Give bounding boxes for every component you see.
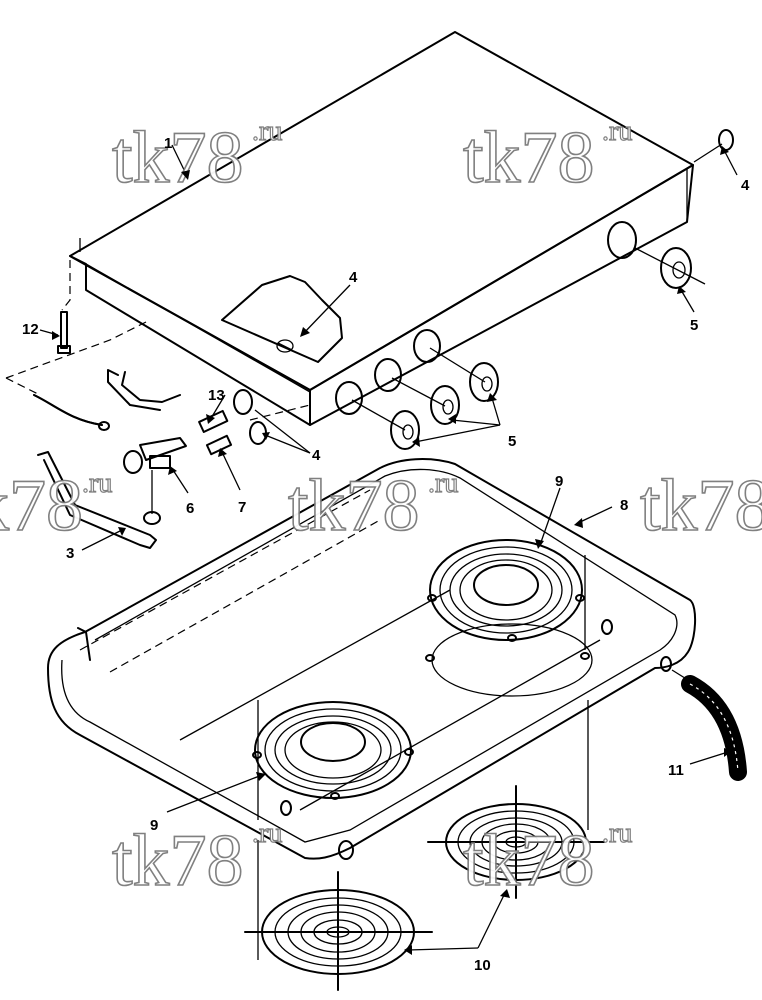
- grommet-4-small-a: [233, 389, 253, 415]
- callout-9-top: 9: [555, 473, 563, 490]
- gas-fittings: [33, 369, 233, 549]
- callout-6: 6: [186, 500, 194, 517]
- leader-lines: [39, 144, 738, 951]
- watermark-suffix: .ru: [252, 818, 282, 849]
- watermark: tk78: [640, 465, 762, 547]
- callout-9-bottom: 9: [150, 817, 158, 834]
- watermark-suffix: .ru: [252, 116, 282, 147]
- grommet-5a: [469, 362, 499, 402]
- callout-10: 10: [474, 957, 491, 974]
- watermarks: tk78 .ru tk78 .ru k78 .ru tk78 .ru tk78 …: [0, 115, 762, 902]
- callout-1: 1: [164, 135, 172, 152]
- callout-5-lower: 5: [508, 433, 516, 450]
- burner-rear: [425, 539, 593, 697]
- watermark-suffix: .ru: [602, 116, 632, 147]
- top-cover: [69, 31, 694, 426]
- grommet-5-right: [660, 247, 692, 289]
- callout-4-mid: 4: [349, 269, 358, 286]
- grate-right: [427, 785, 605, 899]
- watermark-suffix: .ru: [602, 818, 632, 849]
- grommet-5c: [390, 410, 420, 450]
- callout-3: 3: [66, 545, 74, 562]
- watermark: tk78: [112, 820, 244, 902]
- valve-6: [123, 450, 143, 474]
- grate-left: [244, 871, 433, 991]
- callout-7: 7: [238, 499, 246, 516]
- callout-4-lower: 4: [312, 447, 321, 464]
- watermark: k78: [0, 465, 83, 547]
- callout-12: 12: [22, 321, 39, 338]
- callout-5-right: 5: [690, 317, 698, 334]
- guide-lines: [5, 260, 589, 960]
- callouts: 1 4 4 4 5 5 12 13 6 7 3 8 9 9 11 10: [22, 135, 750, 974]
- callout-8: 8: [620, 497, 628, 514]
- callout-13: 13: [208, 387, 225, 404]
- watermark: tk78: [288, 465, 420, 547]
- grommets: [233, 129, 734, 450]
- arrowheads: [52, 146, 732, 955]
- grommet-5b: [430, 385, 460, 425]
- watermark-suffix: .ru: [82, 468, 112, 499]
- screw-12: [57, 311, 71, 354]
- callout-4-top: 4: [741, 177, 750, 194]
- watermark: tk78: [112, 117, 244, 199]
- watermark-suffix: .ru: [428, 468, 458, 499]
- burner-pan: [47, 458, 696, 860]
- hose-11: [671, 669, 747, 781]
- callout-11: 11: [668, 762, 684, 779]
- burner-front: [252, 701, 414, 800]
- watermark: tk78: [463, 820, 595, 902]
- watermark: tk78: [463, 117, 595, 199]
- grommet-4-top: [718, 129, 734, 151]
